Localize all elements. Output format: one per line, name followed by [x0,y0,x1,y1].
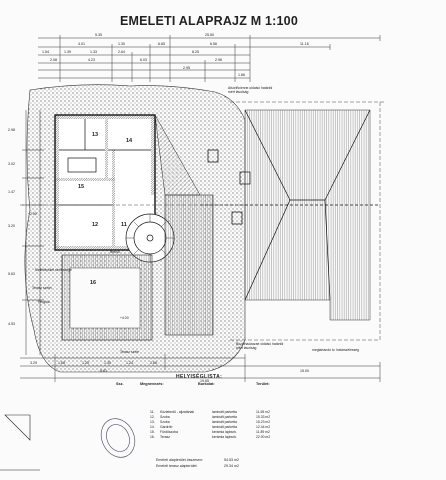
dim-top-14: 4.23 [88,58,95,62]
legend-cell-name: Terasz [160,435,170,439]
legend-row: 11. Közlekedő - aljzatának laminált park… [116,410,296,415]
note-height: +2.90 [28,212,37,216]
legend-cell-floor: kerámia lapburk. [212,435,238,439]
legend-cell-area: 15.33 m2 [256,415,271,419]
legend-cell-no: 13. [150,420,155,424]
note-terrace: Terasz szélei [32,286,52,290]
note-level: +4.00 [120,316,129,320]
legend-cell-name: Szoba [160,415,170,419]
room-11: 11 [121,222,127,228]
dim-left-3: 1.47 [8,190,15,194]
legend-cell-area: 15.23 m2 [256,420,271,424]
dim-bottom-3: 1.25 [82,361,89,365]
note-stair: lépcső [110,250,120,254]
legend-cell-floor: laminált parketta [212,410,237,414]
dim-bottom-2: 1.68 [58,361,65,365]
dim-bottom-6: 2.66 [150,361,157,365]
dim-left-5: 5.63 [8,272,15,276]
dim-bottom-7: 8.81 [100,369,107,373]
legend-sum-floor-value: 54.53 m2 [224,458,239,462]
legend-row: 15. Fürdőszoba kerámia lapburk. 11.89 m2 [116,430,296,435]
note-pergola: Pergola [38,300,50,304]
dim-bottom-9: 19.65 [200,379,209,383]
legend-row: 14. Gardrób laminált parketta 12.44 m2 [116,425,296,430]
legend-row: 12. Szoba laminált parketta 15.33 m2 [116,415,296,420]
legend-cell-no: 15. [150,430,155,434]
room-15: 15 [78,184,85,190]
note-garage-roof: Melléképület szélessége [35,268,72,272]
dim-top-18: 1.66 [238,73,245,77]
note-neighbor-bottom-left: Bozáthadzazae oldalsó határtól mért távo… [236,342,284,350]
dim-bottom-4: 1.35 [104,361,111,365]
dim-top-3: 11.16 [300,42,309,46]
dim-top-13: 2.08 [50,58,57,62]
note-neighbor-bottom-right: megtartandó tv. határszélesség [312,348,360,352]
dim-top-4: 4.01 [78,42,85,46]
legend-cell-area: 11.65 m2 [256,410,270,414]
dim-left-2: 3.02 [8,162,15,166]
terrace-roof [164,194,214,336]
legend-sum-terrace-label: Emeleti terasz alapterület: [156,464,198,468]
dim-bottom-1: 3.29 [30,361,37,365]
dim-top-17: 2.95 [183,66,190,70]
dim-left-1: 2.98 [8,128,15,132]
dim-left-4: 3.20 [8,224,15,228]
dim-top-6: 6.65 [158,42,165,46]
note-eave: Terasz széle [120,350,139,354]
stamp-mark [100,418,136,458]
legend-cell-no: 11. [150,410,155,414]
drawing-title: EMELETI ALAPRAJZ M 1:100 [120,14,298,28]
dim-top-11: 2.64 [118,50,125,54]
legend-cell-no: 12. [150,415,155,419]
legend-cell-no: 14. [150,425,155,429]
room-13: 13 [92,132,99,138]
legend-title: HELYISÉGLISTA: [176,374,223,380]
dim-bottom-8: 15.00 [300,369,309,373]
dim-top-2: 25.50 [205,33,214,37]
dim-top-1: 5.35 [95,33,102,37]
note-neighbor-top: Alsóriñcienne oldalsó határtól mért távo… [228,86,273,94]
legend-cell-floor: laminált parketta [212,425,237,429]
dim-top-5: 1.30 [118,42,125,46]
legend-cell-floor: laminált parketta [212,415,237,419]
legend-header-area: Terület: [256,382,270,386]
legend-cell-area: 11.89 m2 [256,430,270,434]
legend-header-name: Megnevezés: [140,382,164,386]
top-dimension-lines [38,35,381,82]
dim-top-9: 1.39 [64,50,71,54]
legend-cell-area: 12.44 m2 [256,425,271,429]
dim-bottom-5: 1.24 [126,361,133,365]
dim-top-15: 6.03 [140,58,147,62]
room-16: 16 [90,280,97,286]
room-14: 14 [126,138,133,144]
garage-roof [244,109,371,321]
legend-header-floor: Burkolat: [198,382,215,386]
legend-cell-floor: kerámia lapburk. [212,430,238,434]
dim-top-7: 6.56 [210,42,217,46]
legend-sum-floor-label: Emeleti alapterület összesen: [156,458,203,462]
legend-cell-name: Gardrób [160,425,173,429]
dim-left-6: 4.53 [8,322,15,326]
legend-cell-area: 22.00 m2 [256,435,271,439]
room-12: 12 [92,222,99,228]
legend-cell-no: 16. [150,435,155,439]
legend-cell-floor: laminált parketta [212,420,237,424]
legend-sum-terrace-value: 29.34 m2 [224,464,239,468]
legend-cell-name: Szoba [160,420,170,424]
legend-cell-name: Fürdőszoba [160,430,178,434]
dim-top-16: 2.96 [215,58,222,62]
legend-header-no: Ssz. [116,382,124,386]
corner-mark [4,414,31,441]
legend-row: 16. Terasz kerámia lapburk. 22.00 m2 [116,435,296,440]
legend-cell-name: Közlekedő - aljzatának [160,410,195,414]
dim-top-10: 1.33 [90,50,97,54]
dim-top-8: 1.54 [42,50,49,54]
dim-top-12: 8.25 [192,50,199,54]
legend-row: 13. Szoba laminált parketta 15.23 m2 [116,420,296,425]
